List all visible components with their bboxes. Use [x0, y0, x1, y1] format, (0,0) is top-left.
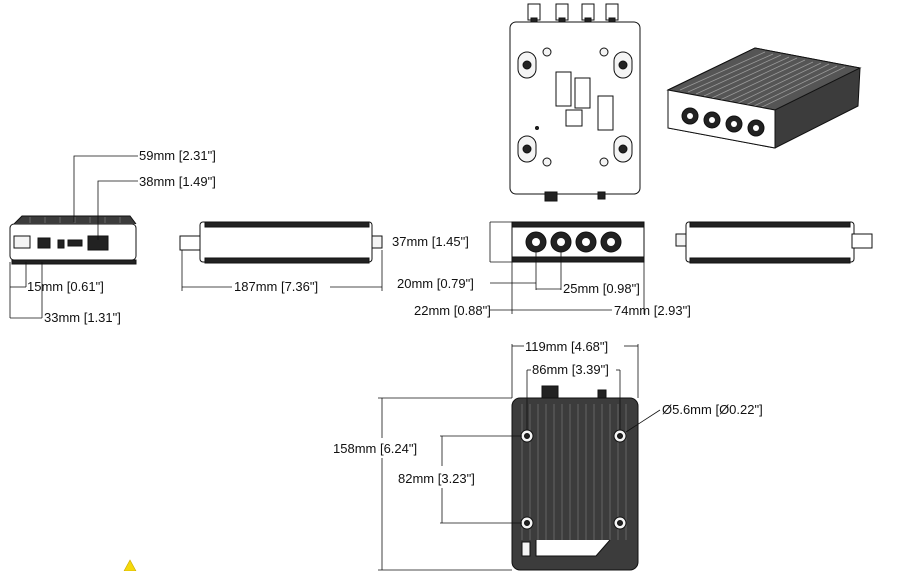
dim-conn-25: 25mm [0.98"]	[563, 281, 640, 296]
iso-fins	[679, 51, 846, 109]
dim-conn-22: 22mm [0.88"]	[414, 303, 491, 318]
plate-cutouts	[535, 71, 614, 131]
side-view-left	[179, 221, 383, 264]
dim-length-158: 158mm [6.24"]	[333, 441, 417, 456]
front-view	[9, 215, 137, 265]
dim-height-37: 37mm [1.45"]	[392, 234, 469, 249]
isometric-view	[666, 47, 862, 149]
plate-bnc-connectors	[527, 3, 619, 24]
dim-holes-82: 82mm [3.23"]	[398, 471, 475, 486]
plate-mount-holes	[517, 47, 633, 167]
dim-hole-diameter: Ø5.6mm [Ø0.22"]	[662, 402, 763, 417]
dim-conn-20: 20mm [0.79"]	[397, 276, 474, 291]
plan-fins	[521, 404, 627, 540]
plan-view	[511, 385, 639, 571]
iso-bnc-connectors	[681, 107, 765, 137]
dim-height-mid: 38mm [1.49"]	[139, 174, 216, 189]
dim-conn-74: 74mm [2.93"]	[614, 303, 691, 318]
bottom-plate-view	[509, 3, 641, 202]
dim-height-top: 59mm [2.31"]	[139, 148, 216, 163]
dim-front-33: 33mm [1.31"]	[44, 310, 121, 325]
dim-holes-86: 86mm [3.39"]	[532, 362, 609, 377]
dim-side-length: 187mm [7.36"]	[234, 279, 318, 294]
warning-icon	[123, 559, 137, 571]
connector-side-view	[511, 221, 645, 263]
dim-front-15: 15mm [0.61"]	[27, 279, 104, 294]
side-view-right	[675, 221, 873, 264]
dim-width-119: 119mm [4.68"]	[525, 339, 608, 354]
dimension-lines	[9, 155, 661, 571]
